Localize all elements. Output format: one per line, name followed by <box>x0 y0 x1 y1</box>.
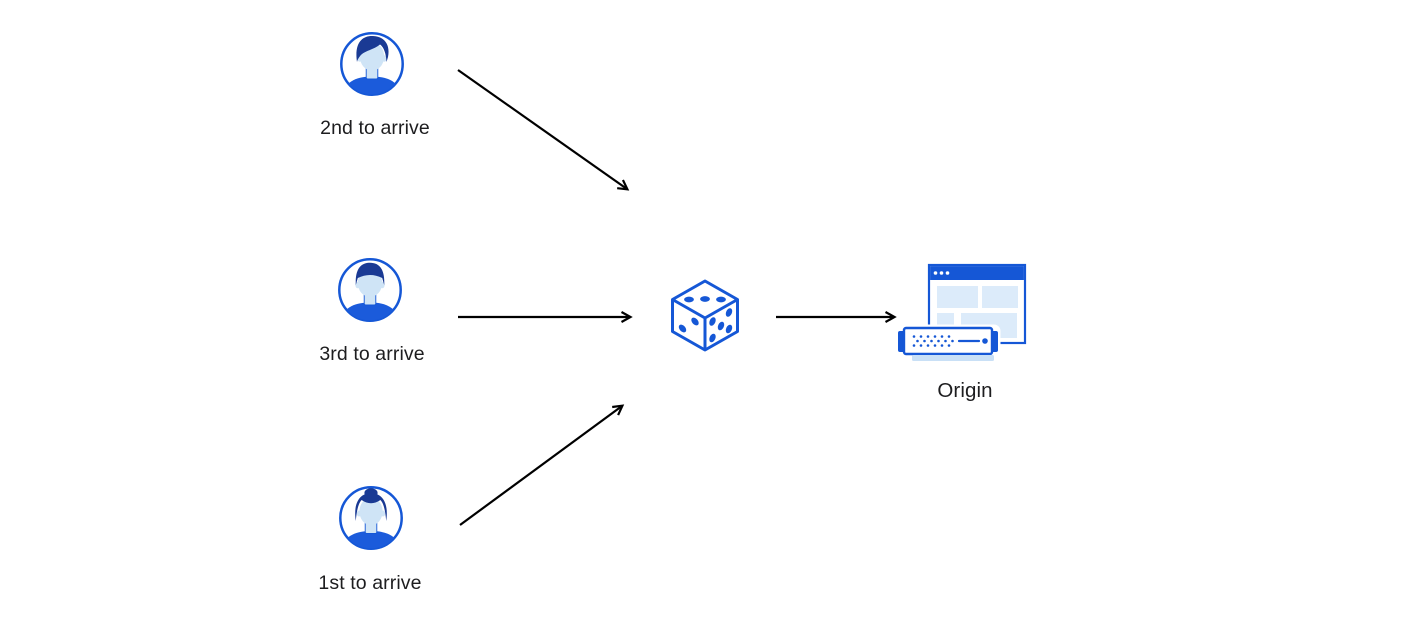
server-icon <box>896 324 1001 361</box>
node-label-user-1st: 1st to arrive <box>318 572 422 594</box>
node-label-origin: Origin <box>937 379 993 402</box>
arrow-user-1st-to-dice <box>459 404 625 526</box>
origin-server-browser-icon <box>896 263 1027 361</box>
female-user-avatar-icon <box>339 486 403 550</box>
server-vent-dots <box>912 335 954 347</box>
node-label-user-2nd: 2nd to arrive <box>320 117 430 139</box>
male-user-avatar-icon <box>338 258 402 322</box>
node-label-user-3rd: 3rd to arrive <box>319 343 425 365</box>
arrow-user-2nd-to-dice <box>457 69 630 191</box>
male-user-avatar-icon <box>340 32 404 96</box>
dice-icon <box>671 279 739 352</box>
